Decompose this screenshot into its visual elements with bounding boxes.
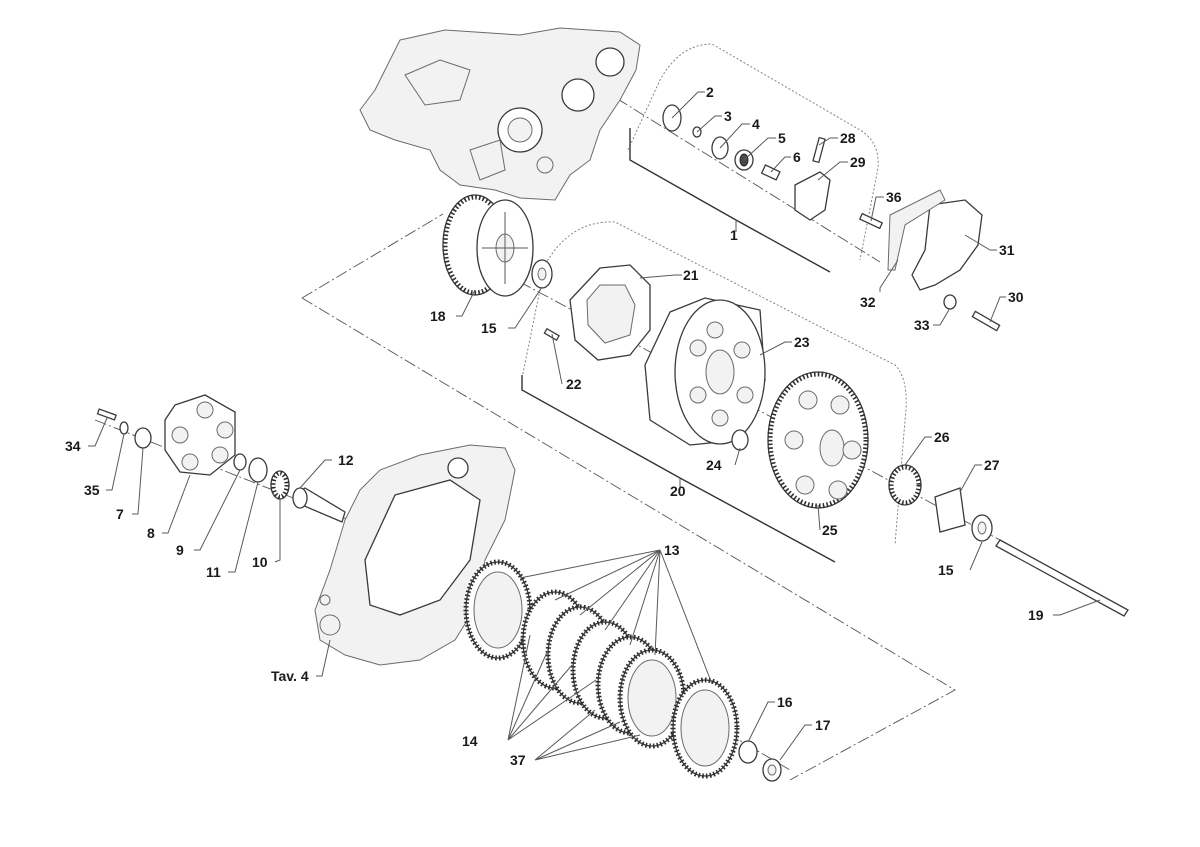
spring-plate [543,264,651,361]
callout-29: 29 [850,154,866,170]
callout-37: 37 [510,752,526,768]
callout-13: 13 [664,542,680,558]
callout-16: 16 [777,694,793,710]
clutch-disc-stack [463,559,782,782]
callout-30: 30 [1008,289,1024,305]
lever-plates [887,189,1001,332]
callout-7: 7 [116,506,124,522]
clutch-basket [644,297,766,451]
callout-28: 28 [840,130,856,146]
callout-22: 22 [566,376,582,392]
callout-4: 4 [752,116,760,132]
callout-8: 8 [147,525,155,541]
callout-26: 26 [934,429,950,445]
callout-1: 1 [730,227,738,243]
group-brackets [521,128,836,563]
callout-20: 20 [670,483,686,499]
callout-23: 23 [794,334,810,350]
callout-10: 10 [252,554,268,570]
callout-labels: 1 2 3 4 5 6 7 8 9 11 10 12 13 14 15 15 1… [65,84,1044,768]
callout-tav-4: Tav. 4 [271,668,309,684]
callout-17: 17 [815,717,831,733]
callout-34: 34 [65,438,81,454]
callout-12: 12 [338,452,354,468]
callout-3: 3 [724,108,732,124]
bearing-and-pushrod [888,464,1129,617]
callout-36: 36 [886,189,902,205]
callout-2: 2 [706,84,714,100]
thrust-washer-upper [531,259,553,289]
callout-5: 5 [778,130,786,146]
leader-lines [88,91,1101,761]
callout-11: 11 [206,564,221,580]
callout-35: 35 [84,482,100,498]
callout-31: 31 [999,242,1015,258]
primary-gear [442,194,534,297]
callout-19: 19 [1028,607,1044,623]
callout-9: 9 [176,542,184,558]
crankcase [359,27,641,201]
callout-21: 21 [683,267,699,283]
callout-33: 33 [914,317,930,333]
callout-6: 6 [793,149,801,165]
callout-15-upper: 15 [481,320,497,336]
callout-25: 25 [822,522,838,538]
starter-driven-gear [767,371,869,509]
callout-27: 27 [984,457,1000,473]
callout-32: 32 [860,294,876,310]
callout-15-lower: 15 [938,562,954,578]
pressure-plate-group [96,394,346,523]
callout-24: 24 [706,457,722,473]
callout-14: 14 [462,733,478,749]
callout-18: 18 [430,308,446,324]
